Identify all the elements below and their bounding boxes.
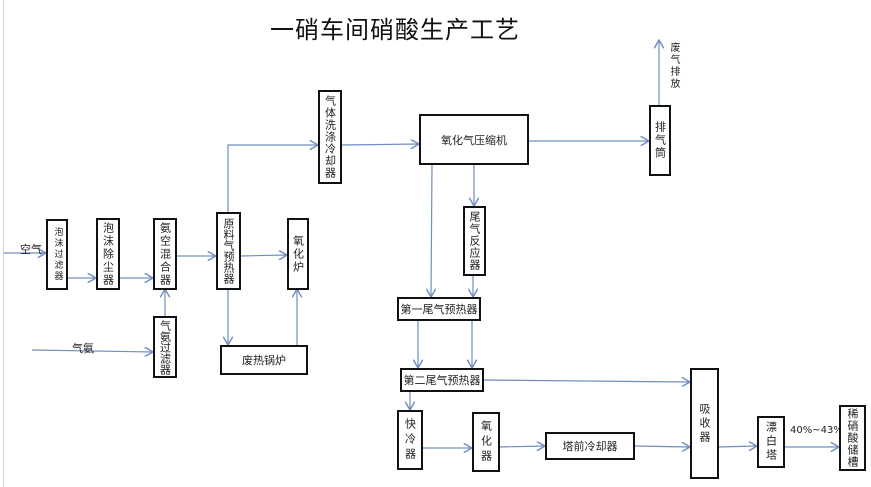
unit-ammonia-filter: 气氨过滤器 [153, 316, 177, 378]
unit-label: 氧化炉 [291, 234, 305, 274]
unit-label: 吸收器 [698, 402, 711, 445]
unit-oxidation-furnace: 氧化炉 [287, 218, 309, 290]
page-edge [0, 0, 4, 487]
unit-oxide-gas-compressor: 氧化气压缩机 [419, 114, 529, 165]
diagram-title: 一硝车间硝酸生产工艺 [270, 16, 520, 44]
arrow-preheater-to-washer [227, 145, 318, 212]
arrow-washer-to-compressor [340, 144, 419, 145]
unit-label: 氧化器 [479, 419, 493, 465]
unit-absorber: 吸收器 [690, 368, 719, 479]
unit-label: 稀硝酸储槽 [846, 408, 859, 468]
unit-label: 气氨过滤器 [158, 319, 172, 375]
label-exhaust: 废气排放 [668, 42, 679, 90]
arrow-absorber-to-bleacher [717, 446, 757, 447]
unit-foam-dust-remover: 泡沫除尘器 [96, 218, 120, 290]
unit-tail-gas-reactor: 尾气反应器 [463, 206, 486, 276]
label-concentration: 40%~43% [790, 425, 843, 436]
unit-label: 第一尾气预热器 [400, 303, 478, 316]
arrow-cooler-to-absorber [633, 446, 690, 447]
unit-bleaching-tower: 漂白塔 [757, 416, 785, 468]
unit-label: 氧化气压缩机 [441, 133, 507, 147]
unit-label: 漂白塔 [764, 421, 778, 463]
unit-exhaust-stack: 排气筒 [649, 105, 671, 176]
unit-foam-filter: 泡沫过滤器 [46, 219, 68, 290]
unit-feed-gas-preheater: 原料气预热器 [216, 212, 241, 290]
unit-gas-wash-cooler: 气体洗涤冷却器 [318, 90, 342, 184]
unit-label: 第二尾气预热器 [403, 374, 481, 387]
unit-first-tail-gas-preheater: 第一尾气预热器 [397, 297, 481, 321]
unit-oxidizer: 氧化器 [472, 412, 500, 472]
unit-second-tail-gas-preheater: 第二尾气预热器 [400, 368, 484, 392]
label-ammonia-gas: 气氨 [72, 342, 94, 355]
arrow-oxidizer-to-cooler [498, 446, 545, 447]
arrow-second-to-absorber [482, 380, 690, 382]
unit-label: 气体洗涤冷却器 [323, 95, 337, 179]
unit-label: 氨空混合器 [158, 221, 172, 287]
unit-ammonia-air-mixer: 氨空混合器 [153, 218, 177, 290]
arrow-preheater-to-furnace [239, 255, 287, 256]
unit-label: 快冷器 [403, 417, 417, 463]
unit-dilute-acid-tank: 稀硝酸储槽 [839, 405, 866, 471]
unit-quench-cooler: 快冷器 [397, 410, 423, 470]
unit-label: 排气筒 [653, 121, 667, 160]
arrow-ammonia-in [31, 350, 153, 352]
unit-waste-heat-boiler: 废热锅炉 [220, 345, 308, 375]
unit-label: 泡沫除尘器 [101, 221, 115, 287]
unit-pre-tower-cooler: 塔前冷却器 [545, 432, 635, 460]
unit-label: 泡沫过滤器 [52, 227, 63, 282]
unit-label: 原料气预热器 [222, 218, 235, 284]
unit-label: 塔前冷却器 [562, 440, 618, 453]
arrow-compressor-to-first-preheater [431, 163, 432, 297]
unit-label: 尾气反应器 [468, 211, 481, 271]
label-air: 空气 [20, 243, 42, 256]
unit-label: 废热锅炉 [242, 354, 286, 367]
